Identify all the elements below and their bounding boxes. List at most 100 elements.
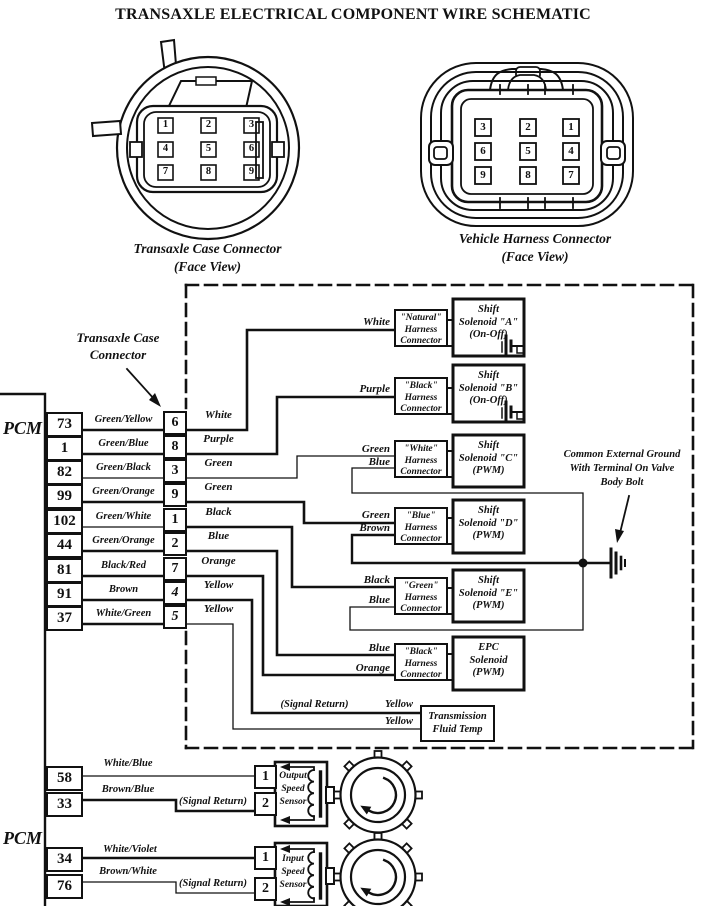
wire-label: White/Green [95,608,152,619]
solenoid-a-ground-glyph [501,334,524,358]
speed-sensor-wires [81,775,256,894]
ground-arrow-head [615,529,624,543]
wire-color-label: Black [205,506,232,518]
page-title: TRANSAXLE ELECTRICAL COMPONENT WIRE SCHE… [115,6,591,23]
hc-input-label: White [363,316,390,328]
transaxle-face-pin: 9 [248,166,255,177]
transaxle-face-pin: 4 [162,143,169,154]
callout-arrow-head [149,393,161,407]
transaxle-face-pin: 8 [205,166,212,177]
connector-pin-box: 5 [163,605,187,629]
pcm-label-bottom: PCM [3,828,43,848]
transaxle-face-pin: 6 [248,143,255,154]
pcm-pin-box: 44 [46,533,83,558]
signal-return-label: (Signal Return) [179,796,247,807]
transaxle-face-pin: 3 [248,119,255,130]
transaxle-face-caption-sub: (Face View) [173,259,242,274]
transaxle-face-caption: Transaxle Case Connector [133,241,282,256]
wire-color-label: Yellow [385,699,413,710]
output-sensor-label: Speed [281,784,305,794]
signal-return-label: (Signal Return) [179,878,247,889]
wire-label: White/Blue [103,758,153,769]
pcm-pin-box: 81 [46,558,83,583]
connector-pin-box: 8 [163,435,187,459]
connector-pin-box: 1 [163,508,187,532]
hc-input-label: Orange [355,662,390,674]
vehicle-face-pin: 8 [525,169,531,181]
wire-label: Green/Orange [92,535,155,546]
hc-input-label: Blue [368,642,390,654]
wire-color-label: Yellow [203,603,234,615]
vehicle-face-pin: 7 [568,169,574,181]
vehicle-face-pin: 5 [525,145,531,157]
wire-label: Black/Red [101,560,146,571]
wire-color-label: Purple [203,433,234,445]
ground-arrow-line [618,494,631,535]
wire-label: Green/Black [96,462,151,473]
ground-symbol [609,547,626,579]
dashed-border [184,283,695,750]
wire-label: Green/Orange [92,486,155,497]
wire-label: White/Violet [103,844,157,855]
hc-input-label: Brown [359,522,390,534]
sensor-pin-box: 1 [254,765,277,789]
wire-label: Green/White [95,511,152,522]
connector-pin-box: 4 [163,581,187,605]
wire-color-label: White [205,409,232,421]
hc-input-label: Blue [368,456,390,468]
wire-color-label: Yellow [385,716,413,727]
wire-color-label: Yellow [203,579,234,591]
vehicle-face-pin: 6 [480,145,486,157]
pcm-pin-box: 34 [46,847,83,872]
output-sensor-wheel [333,750,423,840]
pcm-pin-box: 37 [46,606,83,631]
vehicle-face-pin: 1 [568,121,574,133]
input-sensor-label: Sensor [279,880,307,890]
connector-pin-box: 3 [163,459,187,483]
callout-line2: Connector [89,347,147,362]
output-sensor-label: Sensor [279,797,307,807]
hc-input-label: Green [361,509,390,521]
wire-label: Brown [108,584,139,595]
transaxle-face-pin: 1 [162,119,169,130]
sensor-pin-box: 2 [254,877,277,901]
vehicle-face-view [420,62,634,227]
connector-pin-box: 2 [163,532,187,556]
output-sensor-label: Output [279,771,307,781]
hc-input-label: Blue [368,594,390,606]
hc-input-label: Green [361,443,390,455]
input-sensor-tab [325,867,335,885]
transaxle-face-pin: 2 [205,119,212,130]
pcm-pin-box: 76 [46,874,83,899]
pcm-pin-box: 58 [46,766,83,791]
wire-label: Brown/White [99,866,157,877]
input-sensor-label: Speed [281,867,305,877]
vehicle-face-pin: 9 [480,169,486,181]
pcm-pin-box: 82 [46,460,83,485]
vehicle-face-pin: 4 [568,145,574,157]
wire-label: Brown/Blue [101,784,155,795]
ground-note-line3: Body Bolt [600,477,644,488]
pcm-pin-box: 73 [46,412,83,437]
callout-line1: Transaxle Case [76,330,160,345]
hc-input-label: Black [363,574,390,586]
pcm-pin-box: 102 [46,509,83,534]
ground-return-wires [349,467,613,631]
transaxle-face-pin: 7 [162,166,169,177]
hc-input-label: Purple [359,383,390,395]
wire-label: Green/Blue [98,438,149,449]
wire-color-label: Green [204,457,233,469]
output-sensor-coil [280,763,323,824]
